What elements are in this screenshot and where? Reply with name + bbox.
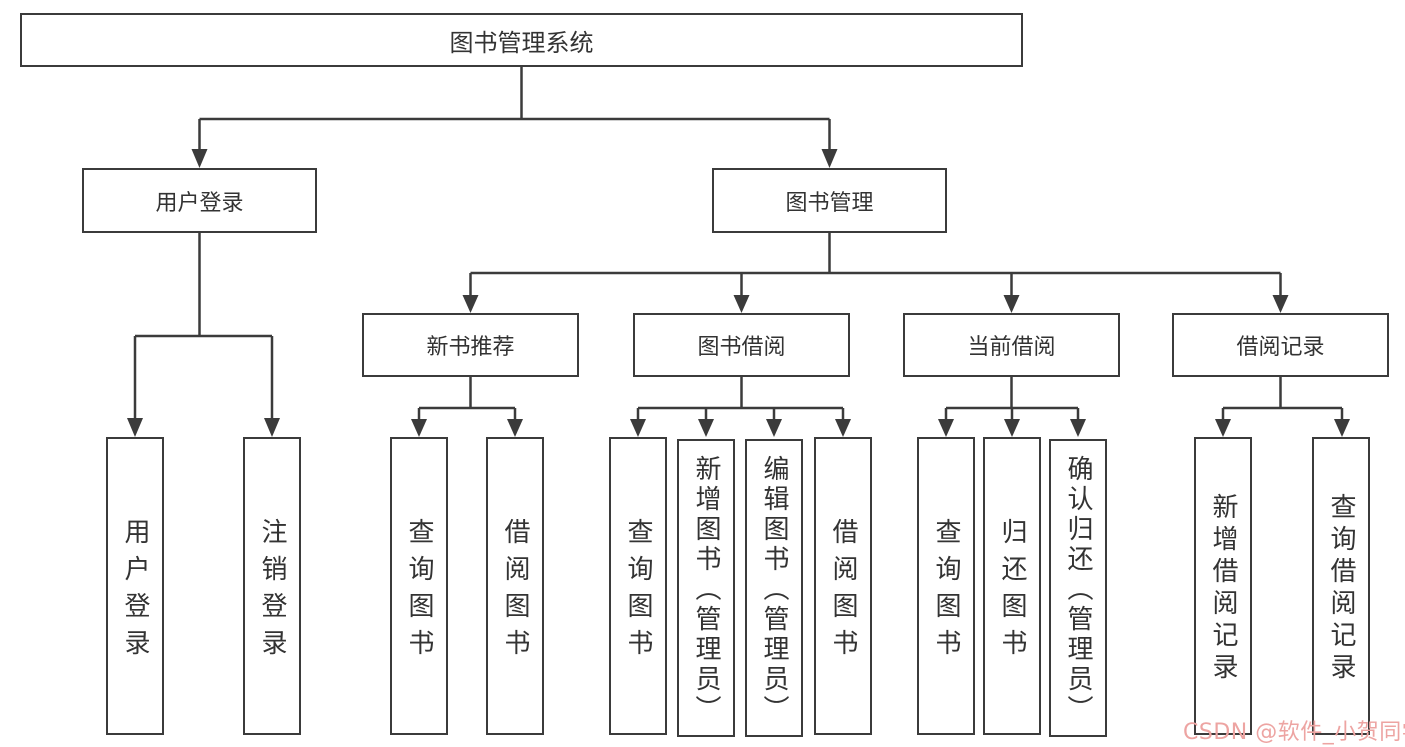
node-leaf-query-borrow-record-label: 查询借阅记录	[1326, 493, 1356, 685]
node-leaf-logout-label: 注销登录	[257, 517, 287, 666]
node-new-book-recommend: 新书推荐	[362, 313, 579, 377]
node-leaf-edit-book-admin-label: 编辑图书（管理员）	[759, 455, 789, 725]
node-leaf-add-borrow-record-label: 新增借阅记录	[1208, 493, 1238, 685]
connector-current-borrow-to-leaves	[938, 377, 1086, 437]
connector-borrow-record-to-leaves	[1215, 377, 1350, 437]
node-root-label: 图书管理系统	[449, 28, 594, 57]
node-borrow-record-label: 借阅记录	[1236, 335, 1325, 360]
node-user-login: 用户登录	[82, 168, 317, 233]
connector-root-to-level2	[191, 67, 838, 168]
node-user-login-label: 用户登录	[155, 190, 244, 216]
node-leaf-current-query-book: 查询图书	[917, 437, 975, 735]
node-book-borrow: 图书借阅	[633, 313, 850, 377]
node-leaf-user-login-label: 用户登录	[120, 517, 150, 666]
connector-book-borrow-to-leaves	[630, 377, 851, 437]
node-leaf-borrow-query-book-label: 查询图书	[623, 517, 653, 666]
node-book-management: 图书管理	[712, 168, 947, 233]
node-leaf-query-borrow-record: 查询借阅记录	[1312, 437, 1370, 735]
connector-new-book-recommend-to-leaves	[411, 377, 523, 437]
connector-book-management-to-level3	[462, 233, 1289, 313]
node-leaf-recommend-query-book-label: 查询图书	[404, 517, 434, 666]
node-leaf-confirm-return-admin-label: 确认归还（管理员）	[1063, 455, 1093, 725]
watermark-text: CSDN @软件_小贺同学	[1183, 720, 1405, 745]
node-leaf-user-login: 用户登录	[106, 437, 164, 735]
node-book-borrow-label: 图书借阅	[697, 335, 786, 360]
node-leaf-borrow-query-book: 查询图书	[609, 437, 667, 735]
node-leaf-borrow-borrow-book: 借阅图书	[814, 437, 872, 735]
node-leaf-confirm-return-admin: 确认归还（管理员）	[1049, 439, 1107, 737]
node-leaf-recommend-query-book: 查询图书	[390, 437, 448, 735]
node-leaf-return-book-label: 归还图书	[997, 517, 1027, 666]
node-leaf-recommend-borrow-book: 借阅图书	[486, 437, 544, 735]
node-leaf-add-borrow-record: 新增借阅记录	[1194, 437, 1252, 735]
node-root: 图书管理系统	[20, 13, 1023, 67]
node-borrow-record: 借阅记录	[1172, 313, 1389, 377]
node-current-borrow-label: 当前借阅	[967, 335, 1056, 360]
node-leaf-return-book: 归还图书	[983, 437, 1041, 735]
node-leaf-borrow-borrow-book-label: 借阅图书	[828, 517, 858, 666]
node-leaf-logout: 注销登录	[243, 437, 301, 735]
node-leaf-add-book-admin-label: 新增图书（管理员）	[691, 455, 721, 725]
node-leaf-add-book-admin: 新增图书（管理员）	[677, 439, 735, 737]
node-new-book-recommend-label: 新书推荐	[426, 335, 515, 360]
connector-user-login-to-leaves	[127, 233, 280, 437]
node-book-management-label: 图书管理	[785, 190, 874, 216]
node-current-borrow: 当前借阅	[903, 313, 1120, 377]
node-leaf-current-query-book-label: 查询图书	[931, 517, 961, 666]
node-leaf-edit-book-admin: 编辑图书（管理员）	[745, 439, 803, 737]
node-leaf-recommend-borrow-book-label: 借阅图书	[500, 517, 530, 666]
